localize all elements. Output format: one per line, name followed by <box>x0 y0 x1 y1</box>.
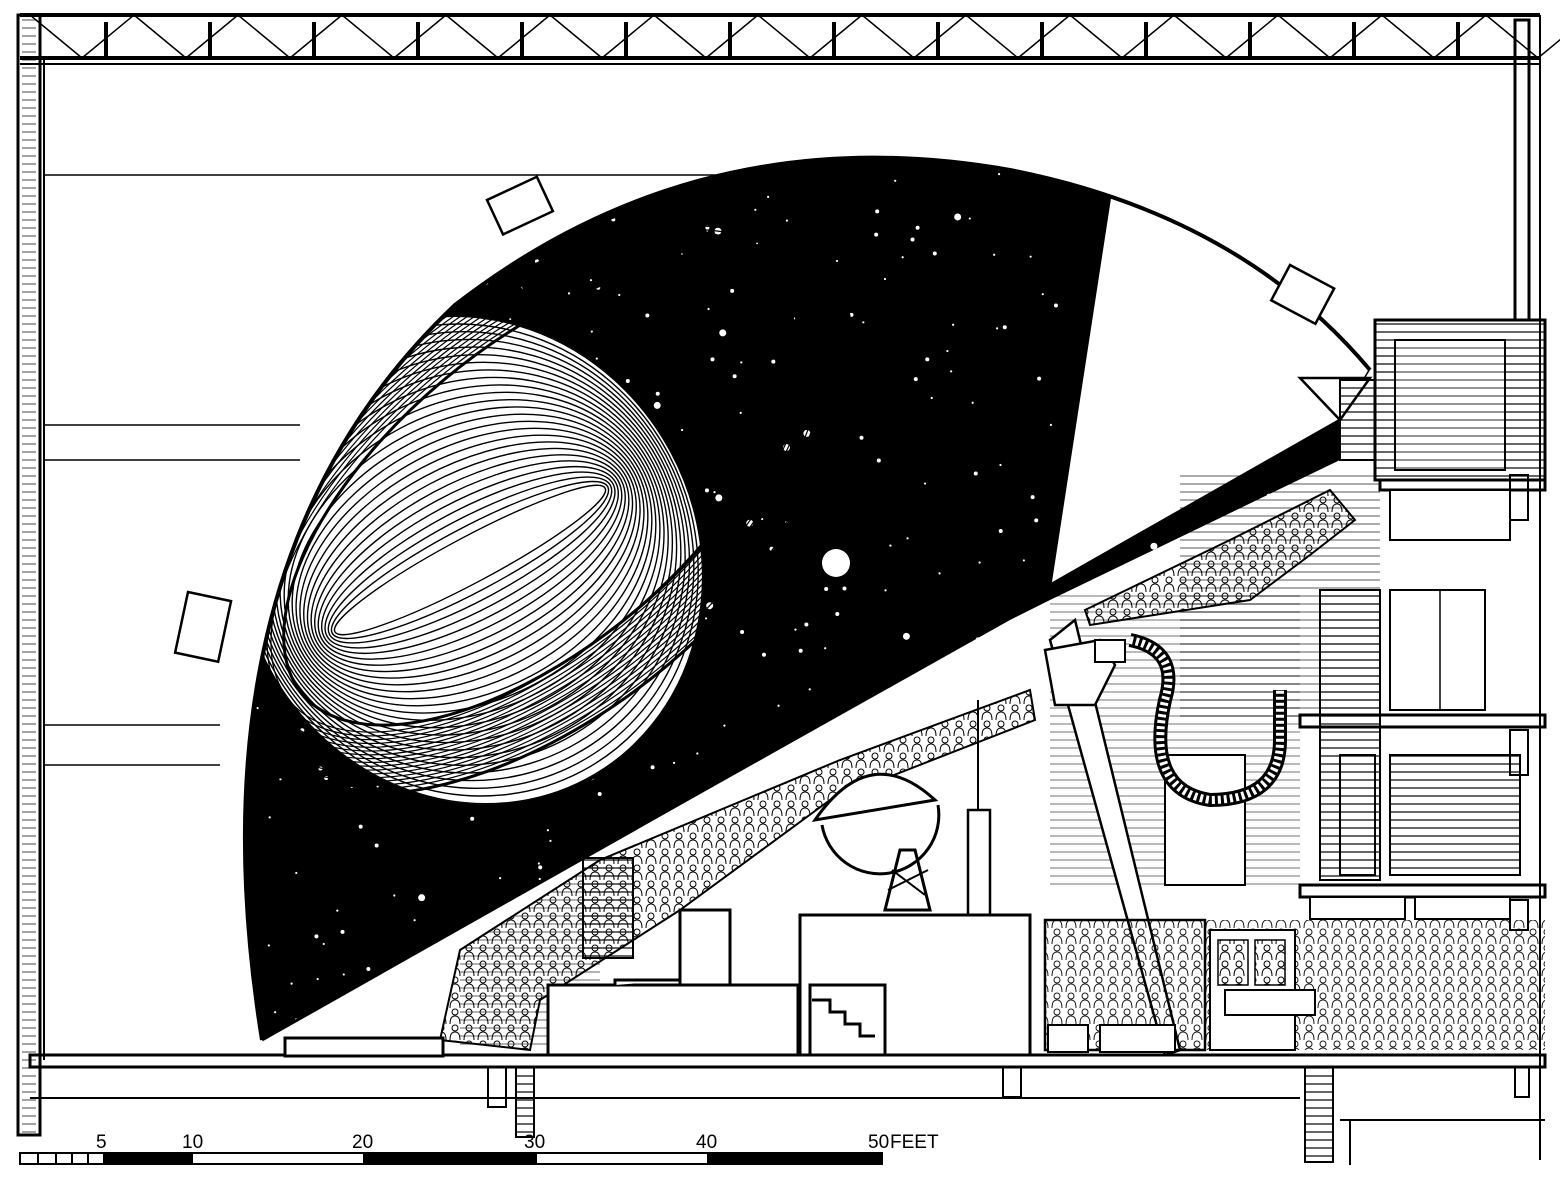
building-frame <box>16 13 1560 1165</box>
roof-truss <box>20 13 1560 65</box>
scale-tick-40: 40 <box>696 1132 717 1153</box>
scale-bar-segments <box>19 1152 883 1165</box>
scale-unit-label: FEET <box>890 1132 939 1153</box>
speaker-box <box>1269 263 1336 326</box>
stage-platforms <box>283 908 1032 1058</box>
speaker-box <box>485 175 555 237</box>
ground-slab <box>28 1053 1547 1165</box>
left-wall <box>16 13 45 1137</box>
right-building <box>1043 318 1547 1057</box>
moon <box>822 549 850 577</box>
scale-tick-5: 5 <box>96 1132 107 1153</box>
star-projector <box>811 700 992 917</box>
scale-tick-10: 10 <box>182 1132 203 1153</box>
speaker-box <box>173 590 233 664</box>
scale-tick-50: 50 <box>868 1132 889 1153</box>
scale-tick-30: 30 <box>524 1132 545 1153</box>
scale-tick-20: 20 <box>352 1132 373 1153</box>
scale-bar: 5 10 20 30 40 50 FEET <box>19 1132 939 1165</box>
